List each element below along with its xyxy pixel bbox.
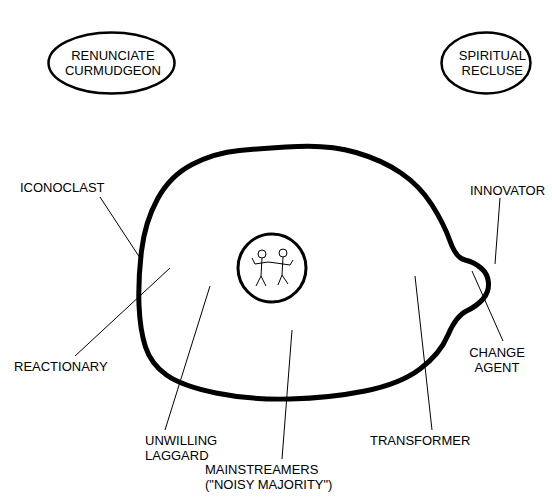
role-label: CHANGE AGENT: [462, 345, 532, 375]
leader-lines: [75, 197, 503, 459]
role-label: MAINSTREAMERS ("NOISY MAJORITY"): [205, 462, 345, 492]
role-label: REACTIONARY: [14, 359, 124, 374]
ellipse-node: RENUNCIATE CURMUDGEON: [47, 31, 176, 95]
node-text: SPIRITUAL RECLUSE: [453, 48, 532, 78]
core-circle: [238, 234, 306, 302]
ellipse-node: SPIRITUAL RECLUSE: [440, 31, 532, 95]
node-text: RENUNCIATE CURMUDGEON: [63, 48, 163, 78]
role-label: INNOVATOR: [470, 183, 548, 198]
role-label: TRANSFORMER: [370, 433, 480, 448]
stick-figures: [252, 249, 293, 286]
role-label: ICONOCLAST: [20, 180, 130, 195]
society-outline: [139, 146, 489, 399]
role-label: UNWILLING LAGGARD: [145, 433, 233, 463]
